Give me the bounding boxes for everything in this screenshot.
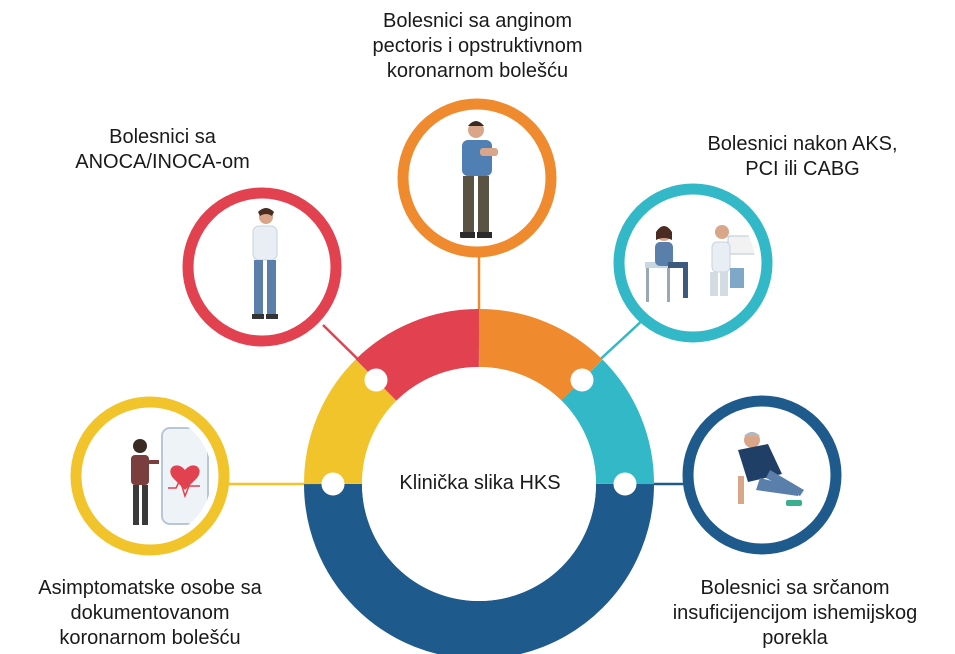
- ring-segment-orange: [478, 308, 603, 402]
- label-post-aks-line-1: Bolesnici nakon AKS,: [707, 133, 898, 155]
- ring-segment-blue: [304, 483, 654, 654]
- man-collapsing-icon: [738, 432, 804, 506]
- ring-center-disc: [362, 367, 596, 601]
- label-anoca: Bolesnici sa ANOCA/INOCA-om: [45, 125, 280, 175]
- ring-segment-teal: [560, 359, 655, 485]
- woman-chest-pain-icon: [252, 208, 278, 319]
- label-anoca-line-2: ANOCA/INOCA-om: [75, 151, 250, 173]
- label-post-aks-line-2: PCI ili CABG: [745, 158, 860, 180]
- label-asimptomatske: Asimptomatske osobe sa dokumentovanom ko…: [0, 576, 300, 651]
- ring-segment-red: [355, 308, 480, 402]
- label-anoca-line-1: Bolesnici sa: [109, 126, 216, 148]
- label-asimptomatske-line-1: Asimptomatske osobe sa: [38, 577, 262, 599]
- man-smartphone-heart-icon: [131, 427, 209, 525]
- joint-dot-upper-right: [570, 368, 594, 392]
- ring-joint-dots: [321, 368, 637, 496]
- joint-dot-upper-left: [364, 368, 388, 392]
- label-angina-line-1: Bolesnici sa anginom: [383, 10, 572, 32]
- label-srcana-line-3: porekla: [762, 627, 828, 649]
- satellite-post-aks: [613, 183, 773, 343]
- label-angina-line-2: pectoris i opstruktivnom: [372, 35, 583, 57]
- label-angina: Bolesnici sa anginom pectoris i opstrukt…: [330, 9, 625, 84]
- label-asimptomatske-line-2: dokumentovanom: [70, 602, 230, 624]
- ring-segment-yellow: [303, 359, 398, 485]
- central-ring: [303, 308, 655, 654]
- center-title: Klinička slika HKS: [399, 472, 561, 494]
- joint-dot-right: [613, 472, 637, 496]
- satellite-angina: [397, 98, 557, 258]
- label-srcana-line-1: Bolesnici sa srčanom: [700, 577, 890, 599]
- joint-dot-left: [321, 472, 345, 496]
- satellite-anoca: [182, 187, 342, 347]
- label-post-aks: Bolesnici nakon AKS, PCI ili CABG: [680, 132, 925, 182]
- man-chest-pain-icon: [460, 121, 498, 238]
- label-srcana: Bolesnici sa srčanom insuficijencijom is…: [640, 576, 950, 651]
- label-asimptomatske-line-3: koronarnom bolešću: [59, 627, 241, 649]
- label-angina-line-3: koronarnom bolešću: [386, 60, 569, 82]
- satellite-asimptomatske: [70, 396, 230, 556]
- satellite-srcana: [682, 395, 842, 555]
- label-srcana-line-2: insuficijencijom ishemijskog: [672, 602, 918, 624]
